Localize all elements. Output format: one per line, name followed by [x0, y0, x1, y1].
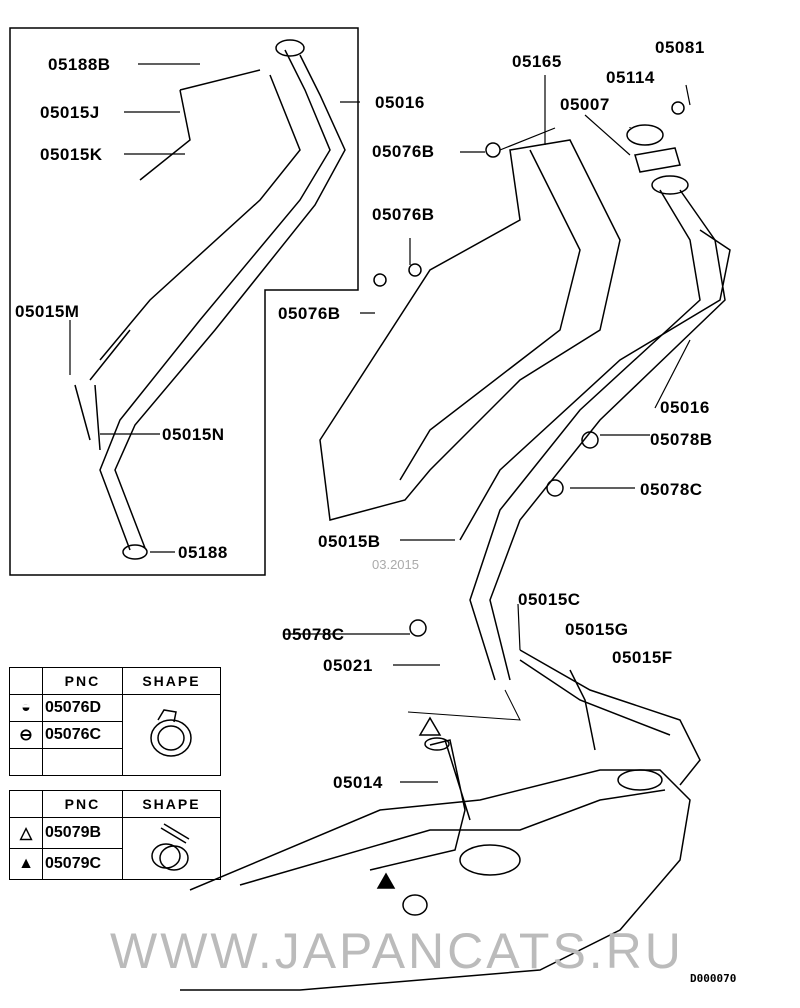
callout-05076B-1: 05076B — [372, 142, 435, 161]
callout-05021: 05021 — [323, 656, 373, 675]
pnc-header: PNC — [42, 667, 123, 695]
tank-plug — [402, 894, 428, 916]
callout-05015M: 05015M — [15, 302, 80, 321]
circle-with-line-icon: ⊖ — [9, 721, 43, 749]
hose-05014 — [369, 739, 471, 871]
bolt-05078C-lower — [409, 619, 427, 637]
watermark: WWW.JAPANCATS.RU — [110, 923, 684, 979]
dashed-callout — [407, 689, 521, 721]
clip-05076B-2 — [408, 263, 422, 277]
pnc-05079C: 05079C — [42, 848, 123, 880]
inset-breather-pipe — [89, 69, 301, 381]
pnc-05076C: 05076C — [42, 721, 123, 749]
gasket — [634, 147, 681, 173]
clip-05076B — [485, 142, 501, 158]
callout-05014: 05014 — [333, 773, 383, 792]
fuel-cap — [626, 124, 664, 146]
filled-triangle-icon: ▲ — [9, 848, 43, 880]
pnc-header: PNC — [42, 790, 123, 818]
callout-05078C-lower: 05078C — [282, 625, 345, 644]
half-filled-circle-icon: ◒ — [9, 694, 43, 722]
pnc-05076D: 05076D — [42, 694, 123, 722]
callout-05007: 05007 — [560, 95, 610, 114]
callout-05078C: 05078C — [640, 480, 703, 499]
tank-port — [617, 769, 663, 791]
breather-pipes — [459, 229, 731, 786]
callout-05114: 05114 — [606, 68, 655, 87]
watermark-date: 03.2015 — [372, 557, 419, 572]
callout-05015K: 05015K — [40, 145, 103, 164]
callout-05081: 05081 — [655, 38, 705, 57]
shape-header: SHAPE — [121, 790, 222, 818]
callout-05188: 05188 — [178, 543, 228, 562]
callout-05076B-2: 05076B — [372, 205, 435, 224]
callout-05076B-3: 05076B — [278, 304, 341, 323]
diagram-code: D000070 — [690, 972, 737, 985]
bolt-05081 — [671, 101, 685, 115]
pnc-05079B: 05079B — [42, 817, 123, 849]
shape-header: SHAPE — [121, 667, 222, 695]
callout-05165: 05165 — [512, 52, 562, 71]
callout-05015F: 05015F — [612, 648, 673, 667]
bolt-05078B — [581, 431, 599, 449]
callout-05015G: 05015G — [565, 620, 629, 639]
hose-clamp-icon — [121, 694, 222, 776]
inset-filler-pipe — [99, 49, 346, 551]
hose-end — [424, 737, 450, 751]
inset-hose-end — [122, 544, 148, 560]
callout-05016-inset: 05016 — [375, 93, 425, 112]
callout-05015B: 05015B — [318, 532, 381, 551]
inset-frame — [9, 27, 359, 576]
heat-protector — [319, 139, 621, 521]
filler-neck — [651, 175, 689, 195]
inset-filler-neck — [275, 39, 305, 57]
fuel-tank — [180, 769, 691, 991]
bolt-05078C — [546, 479, 564, 497]
screw-clamp-icon — [121, 817, 222, 880]
callout-05015C: 05015C — [518, 590, 581, 609]
callout-05078B: 05078B — [650, 430, 713, 449]
triangle-filled-marker — [376, 872, 396, 889]
callout-05015N: 05015N — [162, 425, 225, 444]
outline-triangle-icon: △ — [9, 817, 43, 849]
triangle-outline-marker — [418, 716, 442, 736]
callout-05015J: 05015J — [40, 103, 100, 122]
clip-05076B-3 — [373, 273, 387, 287]
inset-hoses — [74, 384, 101, 451]
leader-lines — [69, 63, 691, 783]
callout-05188B: 05188B — [48, 55, 111, 74]
callout-05016: 05016 — [660, 398, 710, 417]
hose-05015G — [569, 669, 596, 751]
